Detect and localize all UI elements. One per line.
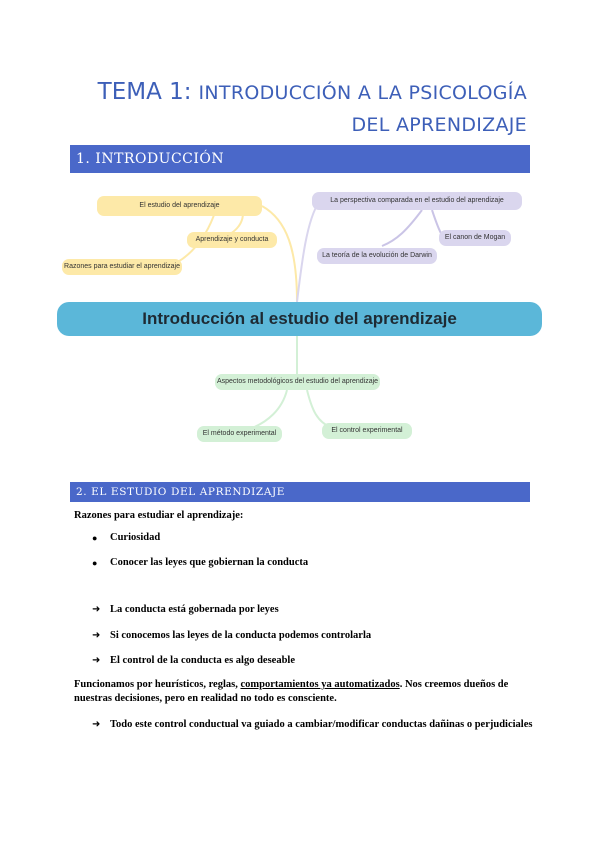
paragraph-underlined: comportamientos ya automatizados xyxy=(240,679,400,690)
bullet-dot-2: ● xyxy=(92,558,98,568)
connector-green-metodo xyxy=(251,389,288,429)
mindmap-node-aspectos: Aspectos metodológicos del estudio del a… xyxy=(215,374,380,390)
arrow-item-1: La conducta está gobernada por leyes xyxy=(110,604,279,615)
arrow-item-3: El control de la conducta es algo deseab… xyxy=(110,655,296,666)
title-line-1: TEMA 1: INTRODUCCIÓN A LA PSICOLOGÍA xyxy=(98,76,527,109)
paragraph-part-2: . Nos creemos dueños de xyxy=(399,679,509,690)
arrow-icon: ➜ xyxy=(92,655,101,666)
mindmap-node-canon: El canon de Mogan xyxy=(439,230,511,246)
bullet-dot-1: ● xyxy=(92,533,98,543)
bullet-item-conocer-leyes: Conocer las leyes que gobiernan la condu… xyxy=(110,557,309,568)
connector-lilac-main xyxy=(296,201,320,303)
mindmap-figure: El estudio del aprendizaje Aprendizaje y… xyxy=(57,190,542,442)
arrow-icon: ➜ xyxy=(92,719,101,730)
connector-yellow-main xyxy=(261,205,298,303)
arrow-icon: ➜ xyxy=(92,630,101,641)
title-line-1-rest: INTRODUCCIÓN A LA PSICOLOGÍA xyxy=(198,82,527,104)
section-heading-estudio-aprendizaje: 2. EL ESTUDIO DEL APRENDIZAJE xyxy=(70,482,530,502)
paragraph-part-1: Funcionamos por heurísticos, reglas, xyxy=(74,679,241,690)
title-line-2: DEL APRENDIZAJE xyxy=(351,114,527,136)
mindmap-node-metodo: El método experimental xyxy=(197,426,282,442)
mindmap-node-razones: Razones para estudiar el aprendizaje xyxy=(62,259,182,275)
paragraph-line-2: nuestras decisiones, pero en realidad no… xyxy=(74,693,337,704)
final-arrow-item: Todo este control conductual va guiado a… xyxy=(110,719,533,730)
section-heading-introduccion: 1. INTRODUCCIÓN xyxy=(70,145,530,173)
mindmap-node-perspectiva: La perspectiva comparada en el estudio d… xyxy=(312,192,522,210)
title-tema: TEMA 1: xyxy=(97,79,192,105)
arrow-item-2: Si conocemos las leyes de la conducta po… xyxy=(110,630,372,641)
mindmap-node-estudio: El estudio del aprendizaje xyxy=(97,196,262,216)
mindmap-node-control: El control experimental xyxy=(322,423,412,439)
mindmap-node-darwin: La teoría de la evolución de Darwin xyxy=(317,248,437,264)
mindmap-node-aprendizaje-conducta: Aprendizaje y conducta xyxy=(187,232,277,248)
document-title: TEMA 1: INTRODUCCIÓN A LA PSICOLOGÍA DEL… xyxy=(98,76,527,141)
mindmap-center-node: Introducción al estudio del aprendizaje xyxy=(57,302,542,336)
bullet-item-curiosidad: Curiosidad xyxy=(110,532,161,543)
razones-heading: Razones para estudiar el aprendizaje: xyxy=(74,510,244,521)
connector-lilac-darwin xyxy=(381,209,423,247)
arrow-icon: ➜ xyxy=(92,604,101,615)
paragraph-line-1: Funcionamos por heurísticos, reglas, com… xyxy=(74,679,534,690)
